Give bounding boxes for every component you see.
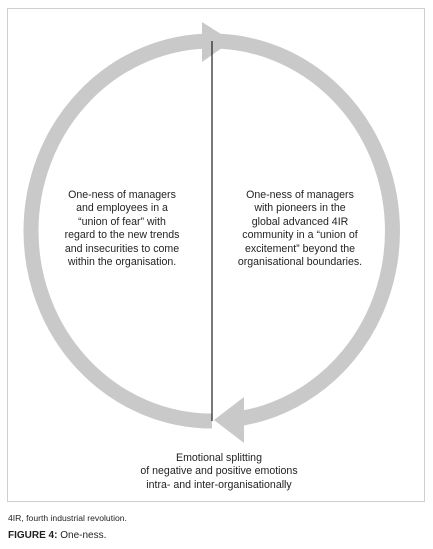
bottom-emotional-splitting-text: Emotional splitting of negative and posi… (90, 452, 348, 492)
top-arrowhead (202, 22, 232, 62)
left-union-of-fear-text: One-ness of managers and employees in a … (44, 189, 200, 269)
left-text-line: and insecurities to come (64, 242, 180, 255)
bottom-text-line: of negative and positive emotions (140, 465, 298, 478)
right-text-line: organisational boundaries. (237, 256, 363, 269)
left-text-line: “union of fear” with (78, 215, 166, 228)
left-text-line: and employees in a (76, 202, 168, 215)
left-text-line: within the organisation. (67, 256, 177, 269)
figure-caption-label: FIGURE 4: (8, 530, 58, 541)
left-cycle-arrow-arc (23, 33, 213, 429)
right-text-line: excitement” beyond the (244, 242, 356, 255)
figure-caption: FIGURE 4: One-ness. (8, 530, 106, 541)
left-text-line: One-ness of managers (68, 189, 176, 201)
figure-frame (7, 8, 425, 502)
left-text-line: regard to the new trends (64, 229, 180, 242)
bottom-text-line: Emotional splitting (176, 452, 262, 464)
right-union-of-excitement-text: One-ness of managers with pioneers in th… (218, 189, 382, 269)
right-text-line: community in a “union of (242, 229, 358, 242)
right-text-line: with pioneers in the (254, 202, 346, 215)
figure-footnote: 4IR, fourth industrial revolution. (8, 513, 127, 523)
right-cycle-arrow-arc (211, 33, 400, 428)
bottom-arrowhead (214, 397, 244, 443)
right-text-line: global advanced 4IR (251, 215, 349, 228)
bottom-text-line: intra- and inter-organisationally (146, 478, 292, 491)
figure-caption-title: One-ness. (60, 530, 107, 541)
right-text-line: One-ness of managers (246, 189, 354, 201)
